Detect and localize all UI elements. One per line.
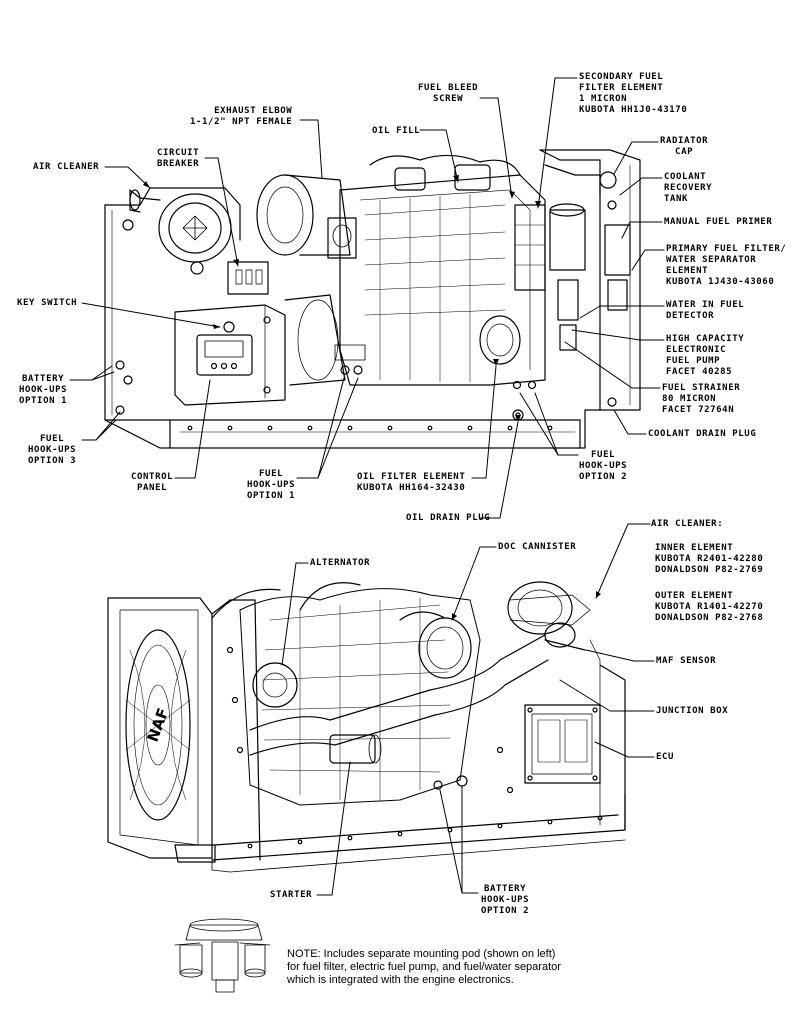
label-high-capacity-fuel-pump: HIGH CAPACITY ELECTRONIC FUEL PUMP FACET… <box>666 334 745 377</box>
label-air-cleaner-outer-element: OUTER ELEMENT KUBOTA R1401-42270 DONALDS… <box>655 591 764 623</box>
leader-lines-bottom <box>281 523 655 896</box>
label-water-in-fuel-detector: WATER IN FUEL DETECTOR <box>666 300 745 321</box>
label-air-cleaner-header: AIR CLEANER: <box>651 519 724 529</box>
label-fuel-hookups-option-3: FUEL HOOK-UPS OPTION 3 <box>28 434 77 466</box>
label-battery-hookups-option-1: BATTERY HOOK-UPS OPTION 1 <box>19 374 68 406</box>
label-coolant-recovery-tank: COOLANT RECOVERY TANK <box>664 172 713 204</box>
label-alternator: ALTERNATOR <box>310 558 371 568</box>
label-air-cleaner-top: AIR CLEANER <box>33 162 100 172</box>
label-maf-sensor: MAF SENSOR <box>656 656 717 666</box>
label-control-panel: CONTROL PANEL <box>131 472 174 493</box>
label-fuel-bleed-screw: FUEL BLEED SCREW <box>418 83 479 104</box>
leader-lines-top <box>69 77 665 519</box>
label-oil-fill: OIL FILL <box>372 126 421 136</box>
label-key-switch: KEY SWITCH <box>17 298 78 308</box>
label-starter: STARTER <box>270 890 313 900</box>
leader-arrowheads <box>143 175 601 620</box>
label-circuit-breaker: CIRCUIT BREAKER <box>157 148 200 169</box>
label-doc-cannister: DOC CANNISTER <box>498 542 577 552</box>
label-manual-fuel-primer: MANUAL FUEL PRIMER <box>664 217 773 227</box>
mounting-pod-thumbnail <box>174 918 271 993</box>
label-exhaust-elbow: EXHAUST ELBOW 1-1/2" NPT FEMALE <box>190 106 293 127</box>
mounting-pod-note: NOTE: Includes separate mounting pod (sh… <box>287 948 561 986</box>
label-junction-box: JUNCTION BOX <box>656 706 729 716</box>
label-secondary-fuel-filter: SECONDARY FUEL FILTER ELEMENT 1 MICRON K… <box>579 72 688 115</box>
label-battery-hookups-option-2: BATTERY HOOK-UPS OPTION 2 <box>481 884 530 916</box>
fan-logo-text: NAF <box>144 706 173 745</box>
label-radiator-cap: RADIATOR CAP <box>660 136 709 157</box>
label-coolant-drain-plug: COOLANT DRAIN PLUG <box>648 429 757 439</box>
label-primary-fuel-filter: PRIMARY FUEL FILTER/ WATER SEPARATOR ELE… <box>666 244 787 287</box>
label-fuel-strainer: FUEL STRAINER 80 MICRON FACET 72764N <box>662 383 741 415</box>
label-ecu: ECU <box>656 752 675 762</box>
bottom-generator-view <box>107 581 626 873</box>
label-fuel-hookups-option-2: FUEL HOOK-UPS OPTION 2 <box>579 450 628 482</box>
label-air-cleaner-inner-element: INNER ELEMENT KUBOTA R2401-42280 DONALDS… <box>655 543 764 575</box>
label-oil-filter-element: OIL FILTER ELEMENT KUBOTA HH164-32430 <box>357 472 466 493</box>
label-oil-drain-plug: OIL DRAIN PLUG <box>406 513 491 523</box>
label-fuel-hookups-option-1: FUEL HOOK-UPS OPTION 1 <box>247 469 296 501</box>
top-generator-view <box>104 149 641 449</box>
